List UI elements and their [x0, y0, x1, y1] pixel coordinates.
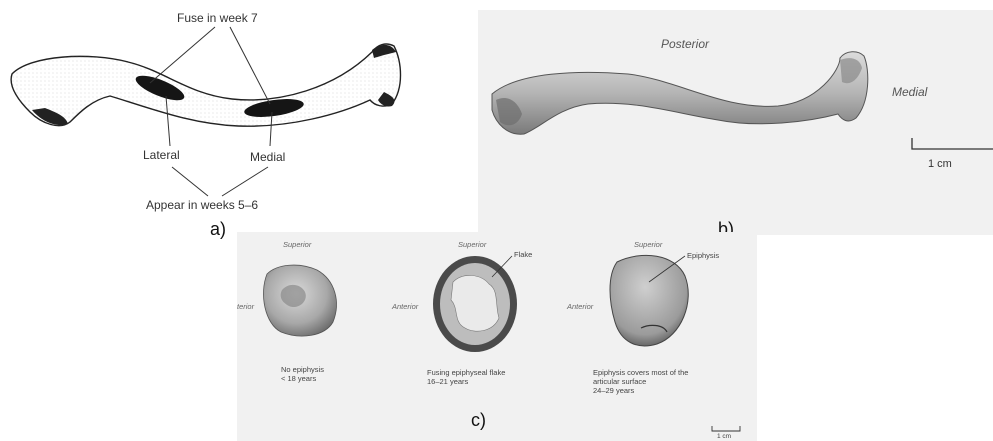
anterior-label-3: Anterior [567, 302, 593, 311]
scale-bar-c [712, 426, 740, 431]
panel-c-epiphysis-stages: Superior terior No epiphysis < 18 years … [237, 232, 757, 441]
clavicle-bone-photo [492, 52, 868, 134]
epiphysis-callout: Epiphysis [687, 251, 719, 260]
panel-a-embryonic-clavicle: Fuse in week 7 Lateral Medial Appear in … [0, 0, 420, 245]
caption-1-line1: No epiphysis [281, 365, 324, 374]
superior-label-2: Superior [458, 240, 486, 249]
epiphysis-specimens [237, 232, 757, 441]
superior-label-1: Superior [283, 240, 311, 249]
scale-label-b: 1 cm [928, 158, 952, 170]
caption-1-line2: < 18 years [281, 374, 324, 383]
superior-label-3: Superior [634, 240, 662, 249]
anterior-label-1: terior [237, 302, 254, 311]
anterior-label-2: Anterior [392, 302, 418, 311]
lateral-label: Lateral [143, 148, 180, 162]
scale-label-c: 1 cm [717, 433, 731, 440]
appear-label: Appear in weeks 5–6 [146, 198, 258, 212]
scale-bar [912, 138, 993, 149]
caption-3-line1: Epiphysis covers most of the [593, 368, 688, 377]
fuse-label: Fuse in week 7 [177, 11, 258, 25]
caption-2-line2: 16–21 years [427, 377, 505, 386]
flake-callout: Flake [514, 250, 532, 259]
specimen-epiphysis-covered [610, 255, 688, 346]
medial-label-b: Medial [892, 85, 927, 99]
caption-2-line1: Fusing epiphyseal flake [427, 368, 505, 377]
caption-3-line3: 24–29 years [593, 386, 688, 395]
panel-letter-c: c) [471, 410, 486, 431]
caption-3-line2: articular surface [593, 377, 688, 386]
caption-2: Fusing epiphyseal flake 16–21 years [427, 368, 505, 386]
caption-1: No epiphysis < 18 years [281, 365, 324, 383]
panel-letter-a: a) [210, 219, 226, 240]
posterior-label: Posterior [661, 37, 709, 51]
panel-b-clavicle-photo: Posterior Medial 1 cm b) [478, 10, 993, 235]
clavicle-photo-illustration [478, 10, 993, 235]
caption-3: Epiphysis covers most of the articular s… [593, 368, 688, 395]
medial-label: Medial [250, 150, 285, 164]
